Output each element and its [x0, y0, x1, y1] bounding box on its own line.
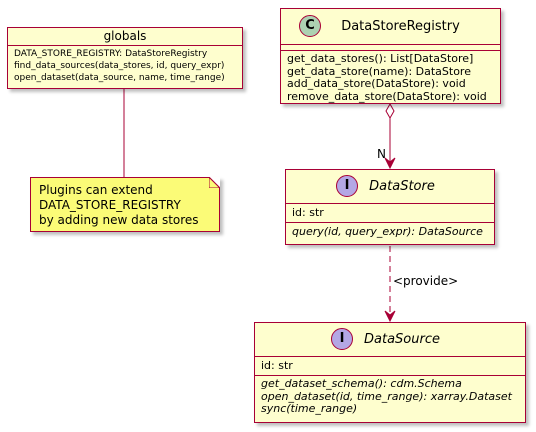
aggregation-diamond — [385, 102, 395, 120]
datastoreregistry-class[interactable]: C DataStoreRegistry get_data_stores(): L… — [280, 8, 501, 104]
note-line: by adding new data stores — [39, 213, 199, 227]
datasource-method: get_dataset_schema(): cdm.Schema — [261, 377, 462, 390]
registry-method: get_data_stores(): List[DataStore] — [287, 52, 474, 65]
datasource-header: I DataSource — [255, 323, 525, 356]
datastore-field: id: str — [292, 206, 324, 219]
datastoreregistry-title: DataStoreRegistry — [341, 19, 460, 34]
datastore-method: query(id, query_expr): DataSource — [292, 225, 483, 238]
datasource-title: DataSource — [364, 332, 440, 347]
note-line: DATA_STORE_REGISTRY — [39, 198, 181, 212]
datastore-interface[interactable]: I DataStore id: str query(id, query_expr… — [285, 169, 495, 245]
datasource-field: id: str — [261, 359, 293, 372]
note-line: Plugins can extend — [39, 183, 153, 197]
datasource-interface[interactable]: I DataSource id: str get_dataset_schema(… — [254, 322, 526, 423]
datasource-method: open_dataset(id, time_range): xarray.Dat… — [261, 389, 512, 403]
datastoreregistry-header: C DataStoreRegistry — [281, 9, 500, 44]
aggregation-multiplicity: N — [377, 147, 386, 161]
datasource-method: sync(time_range) — [261, 402, 358, 415]
globals-box[interactable]: globals DATA_STORE_REGISTRY: DataStoreRe… — [7, 27, 243, 89]
provide-arrowhead — [384, 310, 396, 323]
globals-member: find_data_sources(data_stores, id, query… — [14, 61, 225, 71]
registry-method: add_data_store(DataStore): void — [287, 77, 466, 90]
registry-method: remove_data_store(DataStore): void — [287, 89, 487, 103]
plugin-note: Plugins can extend DATA_STORE_REGISTRY b… — [30, 177, 220, 232]
interface-badge-icon: I — [331, 328, 353, 350]
registry-method: get_data_store(name): DataStore — [287, 64, 471, 78]
provide-label: <provide> — [393, 274, 459, 288]
datastore-title: DataStore — [369, 179, 435, 194]
globals-title: globals — [103, 29, 147, 43]
note-fold-icon — [209, 177, 220, 188]
interface-badge-icon: I — [336, 175, 358, 197]
class-badge-icon: C — [299, 15, 321, 37]
globals-header: globals — [8, 28, 242, 45]
globals-member: open_dataset(data_source, name, time_ran… — [14, 73, 225, 83]
datastore-header: I DataStore — [286, 170, 494, 203]
globals-member: DATA_STORE_REGISTRY: DataStoreRegistry — [14, 49, 208, 59]
aggregation-arrowhead — [384, 157, 396, 170]
